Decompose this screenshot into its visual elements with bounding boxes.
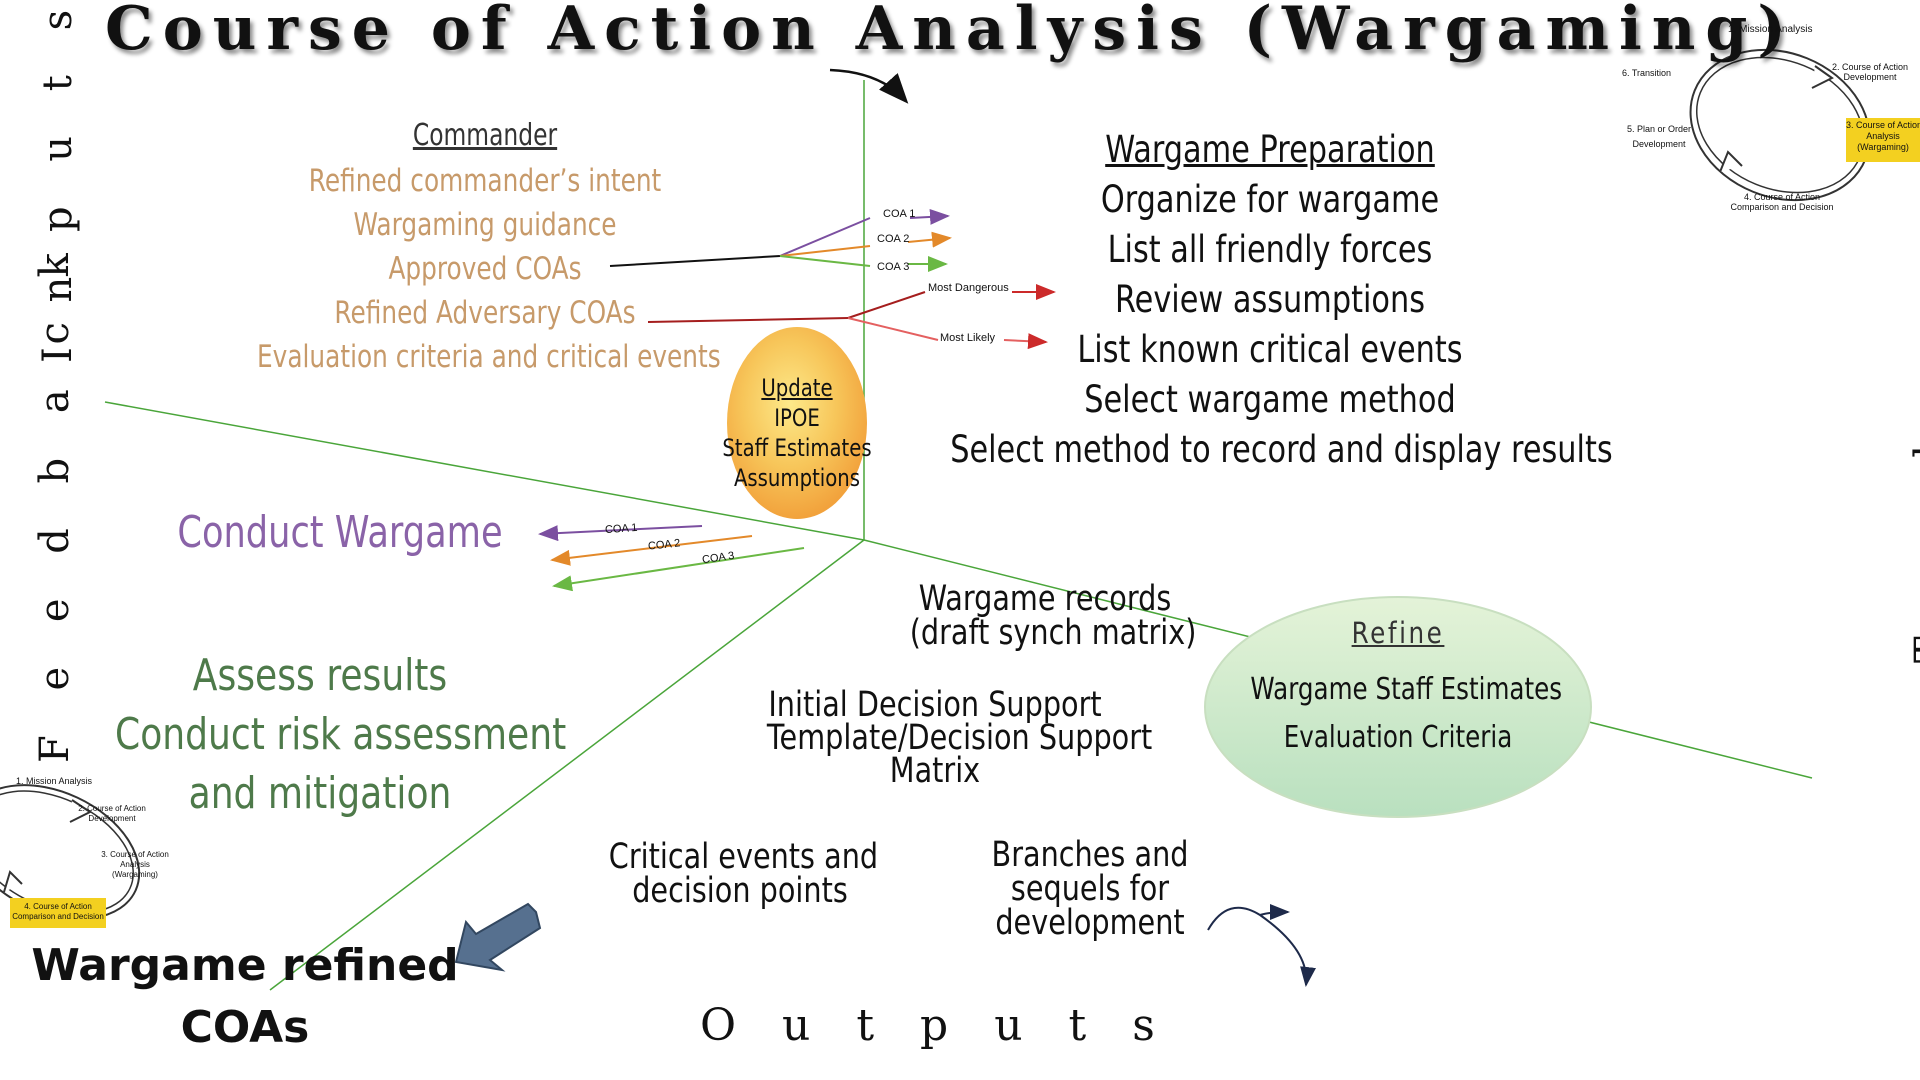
output-critical-events-line-2: decision points: [632, 871, 848, 911]
preparation-item-organize: Organize for wargame: [1100, 178, 1440, 221]
coa3-top-line: [779, 255, 871, 267]
coa1-top-line: [779, 217, 871, 257]
update-item-ipoe: IPOE: [774, 404, 820, 432]
commander-item-evaluation: Evaluation criteria and critical events: [257, 339, 721, 375]
cycle-top-step-6: 6. Transition: [1622, 68, 1672, 78]
update-ellipse: [727, 327, 867, 519]
tasks-label: T a s k s: [1907, 352, 1920, 663]
branches-sequels-arrow: [1207, 906, 1316, 987]
preparation-item-record-method: Select method to record and display resu…: [950, 428, 1613, 471]
cycle-top-step-4: 4. Course of Action: [1743, 192, 1821, 202]
cycle-top-step-4b: Comparison and Decision: [1730, 202, 1834, 212]
refine-heading: Refine: [1351, 616, 1445, 650]
output-records-line-1: Wargame records: [918, 579, 1172, 619]
result-line-2: COAs: [180, 1002, 310, 1053]
outputs-label: O u t p u t s: [700, 1000, 1171, 1051]
cycle-top-step-5b: Development: [1632, 139, 1686, 149]
axis-left-diagonal: [104, 401, 865, 541]
output-records-line-2: (draft synch matrix): [909, 613, 1197, 653]
update-item-assumptions: Assumptions: [733, 464, 861, 492]
assess-line-3: and mitigation: [188, 768, 452, 819]
cycle-left-highlight: [10, 898, 106, 928]
output-decision-support-line-2: Template/Decision Support: [766, 718, 1153, 758]
output-branches-line-1: Branches and: [991, 835, 1189, 875]
update-item-staff-estimates: Staff Estimates: [722, 434, 872, 462]
preparation-item-method: Select wargame method: [1084, 378, 1456, 421]
approved-coas-connector: [609, 255, 781, 267]
feedback-label: F e e d b a c k: [32, 237, 78, 763]
cycle-left-step-4b: Comparison and Decision: [12, 912, 104, 921]
coa1-conduct-arrow: [538, 525, 703, 542]
output-branches-line-2: sequels for: [1010, 869, 1170, 909]
coa3-conduct-arrow: [552, 547, 805, 592]
assess-line-1: Assess results: [192, 650, 448, 701]
cycle-diagram-left: [0, 784, 141, 928]
preparation-item-assumptions: Review assumptions: [1114, 278, 1426, 321]
cycle-top-step-1: 1. Mission Analysis: [1728, 24, 1813, 35]
output-decision-support-line-1: Initial Decision Support: [768, 685, 1102, 725]
coa2-top-arrow: [907, 231, 952, 248]
coa2-top-label: COA 2: [877, 233, 910, 245]
axis-down-diagonal: [269, 539, 865, 991]
output-decision-support-line-3: Matrix: [889, 751, 981, 791]
commander-item-intent: Refined commander’s intent: [308, 163, 662, 199]
commander-item-approved-coas: Approved COAs: [388, 251, 582, 287]
commander-heading: Commander: [412, 118, 558, 153]
commander-item-adversary-coas: Refined Adversary COAs: [334, 295, 636, 331]
refine-ellipse: [1204, 596, 1592, 818]
cycle-top-step-5: 5. Plan or Order: [1626, 124, 1692, 134]
cycle-left-step-3b: Analysis: [120, 860, 150, 869]
most-likely-label: Most Likely: [940, 332, 996, 344]
cycle-top-step-3: 3. Course of Action: [1846, 120, 1920, 130]
title-pointer-arrow: [829, 68, 909, 104]
most-dangerous-label: Most Dangerous: [928, 282, 1009, 294]
cycle-top-step-2b: Development: [1843, 72, 1897, 82]
coa1-top-arrow: [909, 208, 950, 225]
commander-item-guidance: Wargaming guidance: [353, 207, 617, 243]
preparation-item-friendly-forces: List all friendly forces: [1107, 228, 1433, 271]
adversary-coas-connector: [647, 317, 849, 323]
result-line-1: Wargame refined: [31, 940, 459, 991]
most-likely-arrow: [1003, 333, 1048, 350]
page-title: Course of Action Analysis (Wargaming): [105, 0, 1796, 64]
most-likely-line: [847, 317, 939, 341]
coa2-top-line: [779, 245, 871, 257]
refine-item-staff-estimates: Wargame Staff Estimates: [1250, 672, 1563, 707]
most-dangerous-line: [847, 291, 926, 319]
cycle-left-step-4: 4. Course of Action: [24, 902, 92, 911]
refine-item-evaluation-criteria: Evaluation Criteria: [1283, 720, 1513, 755]
cycle-top-highlight: [1846, 118, 1920, 162]
result-arrow-shape: [454, 902, 542, 972]
cycle-left-step-3c: (Wargaming): [112, 870, 158, 879]
preparation-item-critical-events: List known critical events: [1077, 328, 1463, 371]
cycle-left-step-2: 2. Course of Action: [78, 804, 146, 813]
cycle-diagram-top: [1689, 48, 1920, 202]
cycle-left-step-1: 1. Mission Analysis: [16, 776, 93, 786]
branches-sequels-arrow-tip: [1259, 904, 1290, 921]
cycle-top-step-3c: (Wargaming): [1857, 142, 1909, 152]
assess-line-2: Conduct risk assessment: [115, 709, 567, 760]
preparation-heading: Wargame Preparation: [1105, 128, 1435, 171]
coa1-conduct-label: COA 1: [604, 521, 638, 537]
cycle-left-step-3: 3. Course of Action: [101, 850, 169, 859]
coa1-top-label: COA 1: [883, 208, 916, 220]
coa2-conduct-arrow: [550, 535, 753, 566]
conduct-wargame-label: Conduct Wargame: [177, 507, 503, 558]
cycle-left-step-2b: Development: [88, 814, 136, 823]
output-critical-events-line-1: Critical events and: [608, 837, 879, 877]
output-branches-line-3: development: [995, 903, 1185, 943]
coa3-top-label: COA 3: [877, 261, 910, 273]
update-heading: Update: [761, 374, 833, 402]
cycle-top-step-3b: Analysis: [1866, 131, 1900, 141]
cycle-top-step-2: 2. Course of Action: [1831, 62, 1909, 72]
